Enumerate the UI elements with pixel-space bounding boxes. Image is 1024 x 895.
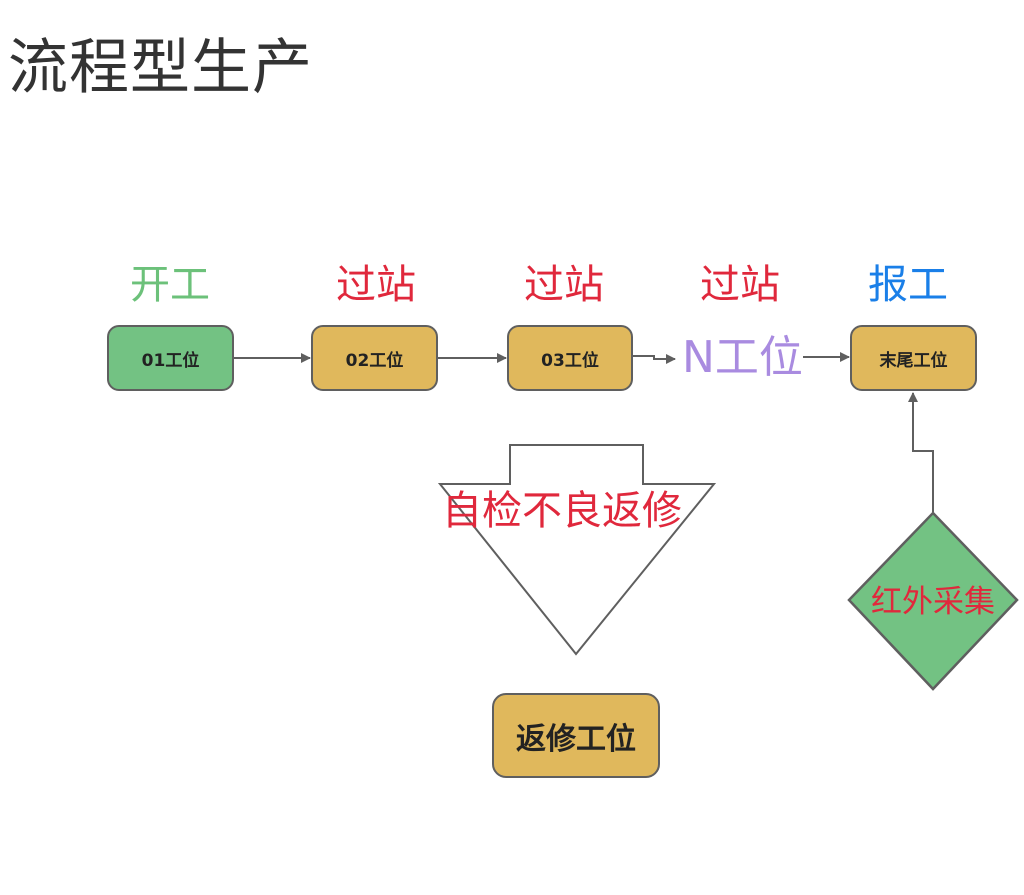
station-final[interactable]: 末尾工位 — [850, 325, 977, 391]
station-01[interactable]: 01工位 — [107, 325, 234, 391]
station-n-label: N工位 — [682, 332, 803, 383]
stage-label-pass-1-text: 过站 — [336, 262, 416, 308]
station-final-label: 末尾工位 — [879, 350, 948, 371]
page-title: 流程型生产 — [8, 33, 313, 103]
infrared-diamond[interactable] — [847, 511, 1019, 691]
rework-station[interactable]: 返修工位 — [492, 693, 660, 778]
stage-label-pass-1: 过站 — [336, 260, 416, 310]
stage-label-start-text: 开工 — [130, 262, 210, 308]
connector-infrared-final — [908, 392, 934, 512]
stage-label-pass-2: 过站 — [524, 260, 604, 310]
rework-arrow-label-text: 自检不良返修 — [442, 488, 682, 534]
station-02-label: 02工位 — [345, 350, 404, 371]
stage-label-report: 报工 — [868, 260, 948, 310]
stage-label-report-text: 报工 — [868, 262, 948, 308]
connector-03-n — [633, 354, 676, 364]
rework-down-arrow — [437, 444, 717, 656]
stage-label-start: 开工 — [130, 260, 210, 310]
infrared-label: 红外采集 — [871, 582, 995, 622]
rework-station-label: 返修工位 — [516, 721, 636, 757]
station-02[interactable]: 02工位 — [311, 325, 438, 391]
infrared-label-text: 红外采集 — [871, 584, 995, 620]
stage-label-pass-3: 过站 — [700, 260, 780, 310]
rework-arrow-label: 自检不良返修 — [442, 486, 682, 536]
stage-label-pass-3-text: 过站 — [700, 262, 780, 308]
station-03[interactable]: 03工位 — [507, 325, 633, 391]
station-n[interactable]: N工位 — [682, 333, 803, 383]
station-01-label: 01工位 — [141, 350, 200, 371]
station-03-label: 03工位 — [541, 350, 599, 371]
stage-label-pass-2-text: 过站 — [524, 262, 604, 308]
